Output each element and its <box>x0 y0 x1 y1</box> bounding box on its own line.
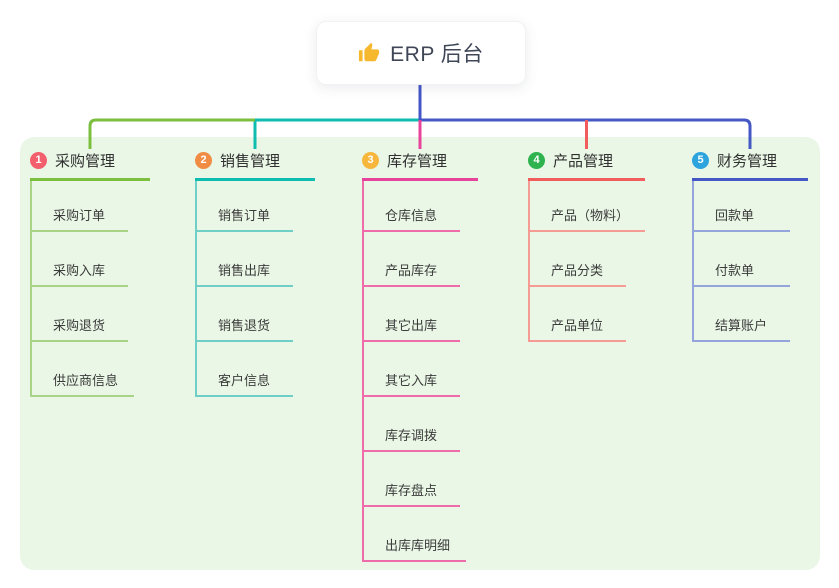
thumbs-up-icon <box>358 42 380 64</box>
child-node[interactable]: 产品（物料） <box>530 181 646 232</box>
child-node[interactable]: 采购入库 <box>32 232 128 287</box>
branch-children: 产品（物料）产品分类产品单位 <box>528 181 646 342</box>
child-node[interactable]: 产品库存 <box>364 232 460 287</box>
child-node[interactable]: 销售订单 <box>197 181 293 232</box>
child-node[interactable]: 产品分类 <box>530 232 626 287</box>
branch-children: 回款单付款单结算账户 <box>692 181 790 342</box>
branch-label: 销售管理 <box>220 152 281 170</box>
child-node[interactable]: 销售出库 <box>197 232 293 287</box>
branch-header-5[interactable]: 5 财务管理 <box>692 149 808 181</box>
root-node[interactable]: ERP 后台 <box>316 21 526 85</box>
branch-header-4[interactable]: 4 产品管理 <box>528 149 645 181</box>
child-node[interactable]: 仓库信息 <box>364 181 460 232</box>
root-label: ERP 后台 <box>390 43 484 66</box>
branch-children: 采购订单采购入库采购退货供应商信息 <box>30 181 135 397</box>
child-node[interactable]: 结算账户 <box>694 287 790 342</box>
branch-number-badge: 5 <box>692 151 709 169</box>
child-node[interactable]: 采购退货 <box>32 287 128 342</box>
branch-label: 库存管理 <box>387 152 448 170</box>
branch-header-3[interactable]: 3 库存管理 <box>362 149 478 181</box>
child-node[interactable]: 库存盘点 <box>364 452 460 507</box>
child-node[interactable]: 产品单位 <box>530 287 626 342</box>
branch-label: 财务管理 <box>717 152 778 170</box>
child-node[interactable]: 库存调拨 <box>364 397 460 452</box>
branches-panel <box>20 137 820 570</box>
child-node[interactable]: 采购订单 <box>32 181 128 232</box>
child-node[interactable]: 销售退货 <box>197 287 293 342</box>
child-node[interactable]: 客户信息 <box>197 342 293 397</box>
branch-number-badge: 2 <box>195 151 212 169</box>
branch-children: 仓库信息产品库存其它出库其它入库库存调拨库存盘点出库库明细 <box>362 181 467 562</box>
branch-header-2[interactable]: 2 销售管理 <box>195 149 315 181</box>
child-node[interactable]: 其它入库 <box>364 342 460 397</box>
branch-label: 采购管理 <box>55 152 116 170</box>
branch-number-badge: 4 <box>528 151 545 169</box>
branch-children: 销售订单销售出库销售退货客户信息 <box>195 181 293 397</box>
branch-header-1[interactable]: 1 采购管理 <box>30 149 150 181</box>
child-node[interactable]: 回款单 <box>694 181 790 232</box>
child-node[interactable]: 出库库明细 <box>364 507 467 562</box>
branch-number-badge: 3 <box>362 151 379 169</box>
child-node[interactable]: 付款单 <box>694 232 790 287</box>
child-node[interactable]: 供应商信息 <box>32 342 135 397</box>
child-node[interactable]: 其它出库 <box>364 287 460 342</box>
branch-label: 产品管理 <box>553 152 614 170</box>
branch-number-badge: 1 <box>30 151 47 169</box>
